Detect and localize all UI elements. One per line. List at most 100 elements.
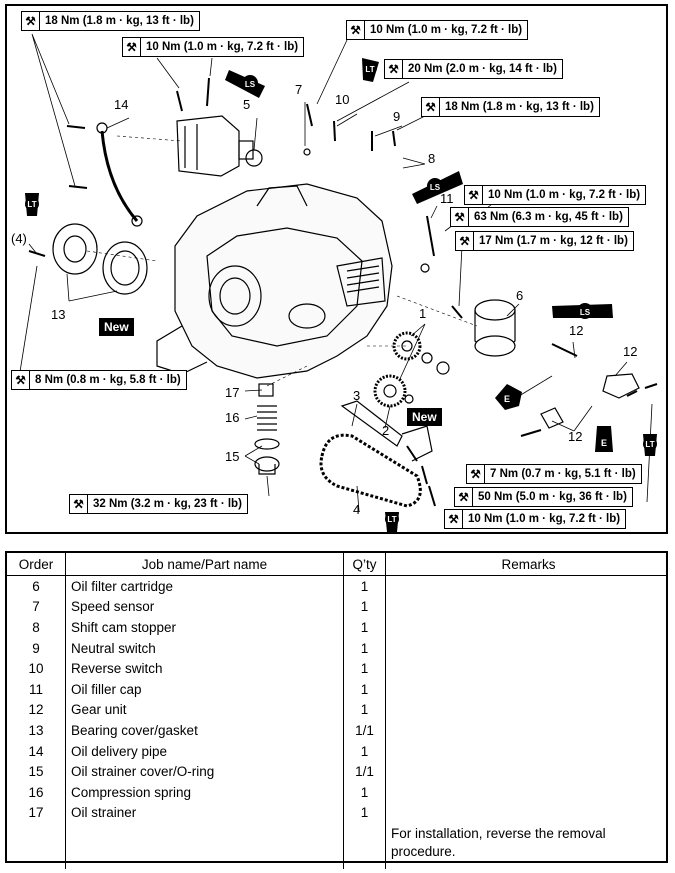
torque-value: 10 Nm (1.0 m · kg, 7.2 ft · lb) [146,41,299,53]
callout-number: 8 [428,151,436,166]
row-qty: 1 [343,740,386,762]
row-qty: 1 [343,802,386,824]
row-remarks [386,638,667,659]
row-remarks [386,617,667,638]
torque-value: 8 Nm (0.8 m · kg, 5.8 ft · lb) [35,374,181,386]
row-part-name: Speed sensor [65,596,344,618]
torque-wrench-icon: ⚒ [385,60,403,78]
row-order: 15 [7,761,66,782]
lt-sealant-icon: LT [362,58,379,82]
torque-label: ⚒8 Nm (0.8 m · kg, 5.8 ft · lb) [11,370,187,390]
row-part-name: Oil strainer cover/O-ring [65,761,344,782]
torque-wrench-icon: ⚒ [451,208,469,226]
torque-label: ⚒ 32 Nm (3.2 m · kg, 23 ft · lb) [69,494,248,514]
callout-number: 1 [419,306,427,321]
new-part-badge: New [99,318,134,336]
torque-wrench-icon: ⚒ [456,232,474,250]
callout-number: 17 [225,385,240,400]
torque-label: ⚒ 50 Nm (5.0 m · kg, 36 ft · lb) [454,487,633,507]
torque-label: ⚒ 10 Nm (1.0 m · kg, 7.2 ft · lb) [444,509,627,529]
callout-number: 16 [225,410,240,425]
torque-label: ⚒20 Nm (2.0 m · kg, 14 ft · lb) [384,59,563,79]
torque-label: ⚒ 7 Nm (0.7 m · kg, 5.1 ft · lb) [466,464,642,484]
svg-text:E: E [504,394,510,404]
torque-label: ⚒63 Nm (6.3 m · kg, 45 ft · lb) [450,207,629,227]
torque-wrench-icon: ⚒ [347,21,365,39]
callout-number: 6 [516,288,524,303]
row-order: 8 [7,617,66,638]
row-qty: 1 [343,699,386,721]
torque-wrench-icon: ⚒ [445,510,463,528]
row-remarks [386,803,667,824]
torque-label: ⚒18 Nm (1.8 m · kg, 13 ft · lb) [21,11,200,31]
header-qty: Q’ty [343,553,386,576]
row-part-name: Shift cam stopper [65,617,344,638]
svg-text:LS: LS [580,308,591,317]
row-order: 7 [7,596,66,618]
torque-value: 32 Nm (3.2 m · kg, 23 ft · lb) [93,498,242,510]
header-job-name: Job name/Part name [65,553,344,576]
new-part-badge: New [407,408,442,426]
svg-text:E: E [601,438,607,448]
row-qty [343,823,386,870]
torque-wrench-icon: ⚒ [455,488,473,506]
row-part-name: Gear unit [65,699,344,721]
row-part-name: Neutral switch [65,637,344,659]
row-remarks [386,700,667,721]
callout-number: 2 [382,423,390,438]
row-qty: 1 [343,637,386,659]
torque-value: 50 Nm (5.0 m · kg, 36 ft · lb) [478,491,627,503]
torque-value: 10 Nm (1.0 m · kg, 7.2 ft · lb) [468,513,621,525]
callout-number: 12 [623,344,638,359]
ls-lubricant-icon: LS [552,303,613,319]
torque-value: 7 Nm (0.7 m · kg, 5.1 ft · lb) [490,468,636,480]
row-qty: 1 [343,658,386,679]
row-remarks [386,597,667,618]
callout-number: 15 [225,449,240,464]
callout-number: (4) [11,231,27,246]
row-part-name: Compression spring [65,781,344,803]
lt-sealant-icon: LT [385,512,399,532]
row-remarks [386,761,667,782]
torque-value: 18 Nm (1.8 m · kg, 13 ft · lb) [445,101,594,113]
callout-number: 9 [393,109,401,124]
torque-label: ⚒10 Nm (1.0 m · kg, 7.2 ft · lb) [464,185,647,205]
row-order: 14 [7,740,66,762]
torque-label: ⚒10 Nm (1.0 m · kg, 7.2 ft · lb) [346,20,529,40]
torque-wrench-icon: ⚒ [70,495,88,513]
row-remarks [386,658,667,679]
row-qty: 1 [343,678,386,700]
callout-number: 12 [568,429,583,444]
torque-wrench-icon: ⚒ [467,465,485,483]
row-order [7,823,66,870]
row-part-name: Reverse switch [65,658,344,679]
row-qty: 1 [343,781,386,803]
row-order: 9 [7,637,66,659]
row-part-name: Bearing cover/gasket [65,720,344,741]
remark-line: procedure. [391,844,456,860]
callout-number: 5 [243,97,251,112]
row-qty: 1 [343,596,386,618]
header-remarks: Remarks [385,553,666,576]
torque-wrench-icon: ⚒ [465,186,483,204]
callout-number: 10 [335,92,350,107]
ls-lubricant-icon: LS [412,171,463,204]
engine-oil-icon: E [595,426,613,452]
svg-text:LT: LT [645,440,654,449]
callout-number: 14 [114,97,129,112]
svg-text:LS: LS [430,183,441,192]
torque-wrench-icon: ⚒ [22,12,40,30]
